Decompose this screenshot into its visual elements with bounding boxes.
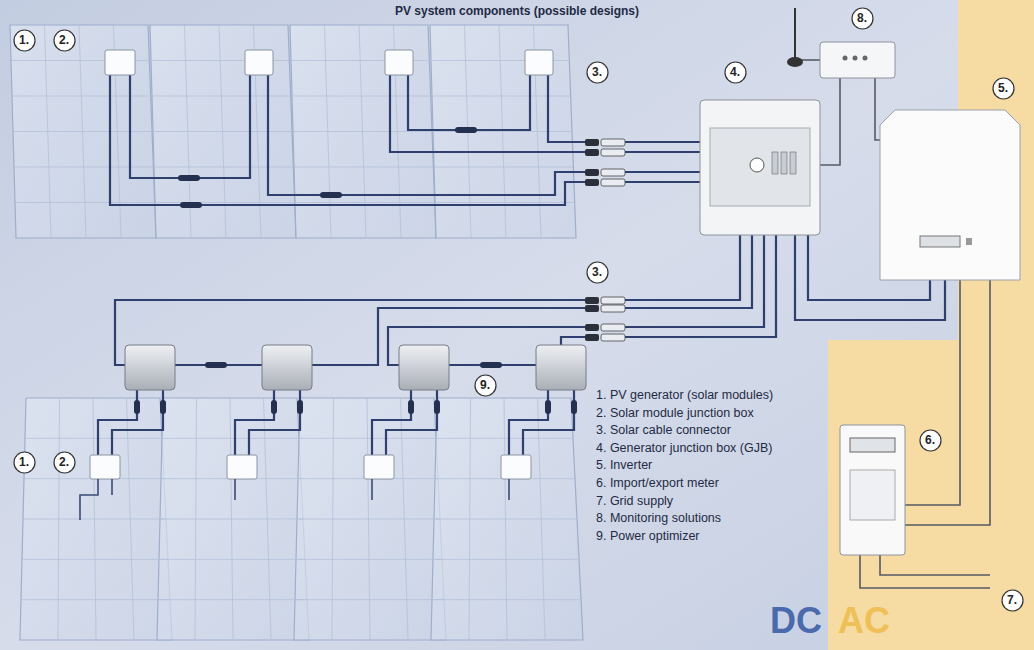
callout-number: 4. [724, 61, 747, 84]
part-list-item: 4. Generator junction box (GJB) [596, 441, 772, 455]
callout-text: 9. [480, 378, 490, 392]
part-list-item: 5. Inverter [596, 458, 652, 472]
cell-line [293, 131, 432, 132]
diagram-title: PV system components (possible designs) [0, 4, 1034, 18]
callout-number: 6. [919, 429, 942, 452]
cell-line [436, 438, 573, 439]
cell-line [297, 519, 440, 520]
callout-number: 7. [1001, 589, 1024, 612]
cell-line [154, 167, 293, 168]
inline-connectors [134, 127, 577, 414]
callout-text: 2. [59, 33, 69, 47]
callout-text: 3. [592, 65, 602, 79]
part-list-item: 8. Monitoring solutions [596, 511, 721, 525]
power-optimizers [125, 345, 586, 390]
ac-ground [828, 0, 1034, 650]
callout-number: 2. [53, 29, 76, 52]
callout-number: 5. [992, 77, 1015, 100]
cell-line [23, 519, 166, 520]
callout-text: 5. [998, 81, 1008, 95]
cell-line [160, 519, 303, 520]
callout-number: 2. [53, 451, 76, 474]
cell-line [13, 131, 152, 132]
cell-line [295, 599, 444, 600]
cell-line [21, 599, 170, 600]
cell-line [434, 167, 573, 168]
cell-line [294, 167, 433, 168]
part-list-item: 6. Import/export meter [596, 476, 719, 490]
cell-line [14, 167, 153, 168]
callout-number: 1. [13, 451, 36, 474]
cell-line [435, 202, 575, 203]
part-list-item: 3. Solar cable connector [596, 423, 731, 437]
callout-number: 3. [586, 61, 609, 84]
cell-line [152, 96, 291, 97]
cell-line [153, 131, 292, 132]
cell-grid [11, 25, 581, 640]
cell-line [433, 559, 579, 560]
cell-line [25, 438, 162, 439]
cell-line [292, 96, 431, 97]
cell-line [433, 131, 572, 132]
callout-text: 3. [592, 265, 602, 279]
callout-number: 9. [474, 374, 497, 397]
cell-line [432, 599, 581, 600]
cell-line [15, 202, 155, 203]
callout-text: 4. [730, 65, 740, 79]
callout-text: 1. [19, 33, 29, 47]
cell-line [295, 202, 435, 203]
region-label: DC [770, 600, 822, 642]
callout-text: 1. [19, 455, 29, 469]
monitoring-unit [787, 8, 895, 78]
generator-junction-box [700, 100, 820, 235]
cell-line [434, 519, 577, 520]
part-list-item: 7. Grid supply [596, 494, 673, 508]
cell-line [299, 438, 436, 439]
inverter [880, 110, 1020, 280]
callout-number: 8. [851, 7, 874, 30]
region-label: AC [838, 600, 890, 642]
cell-line [158, 599, 307, 600]
cell-line [432, 96, 571, 97]
cell-line [22, 559, 168, 560]
part-list-item: 2. Solar module junction box [596, 406, 754, 420]
callout-number: 3. [586, 261, 609, 284]
cell-line [162, 438, 299, 439]
callout-text: 6. [925, 433, 935, 447]
dc-cables [98, 75, 945, 455]
cell-line [155, 202, 295, 203]
callout-text: 7. [1007, 593, 1017, 607]
callout-number: 1. [13, 29, 36, 52]
cable-connectors [585, 139, 625, 341]
callout-text: 8. [857, 11, 867, 25]
module-junction-boxes [90, 50, 553, 479]
solar-modules [10, 25, 583, 640]
part-list-item: 1. PV generator (solar modules) [596, 388, 773, 402]
module-leads [80, 479, 509, 520]
cell-line [159, 559, 305, 560]
callout-text: 2. [59, 455, 69, 469]
part-list-item: 9. Power optimizer [596, 529, 700, 543]
import-export-meter [840, 425, 905, 555]
cell-line [296, 559, 442, 560]
